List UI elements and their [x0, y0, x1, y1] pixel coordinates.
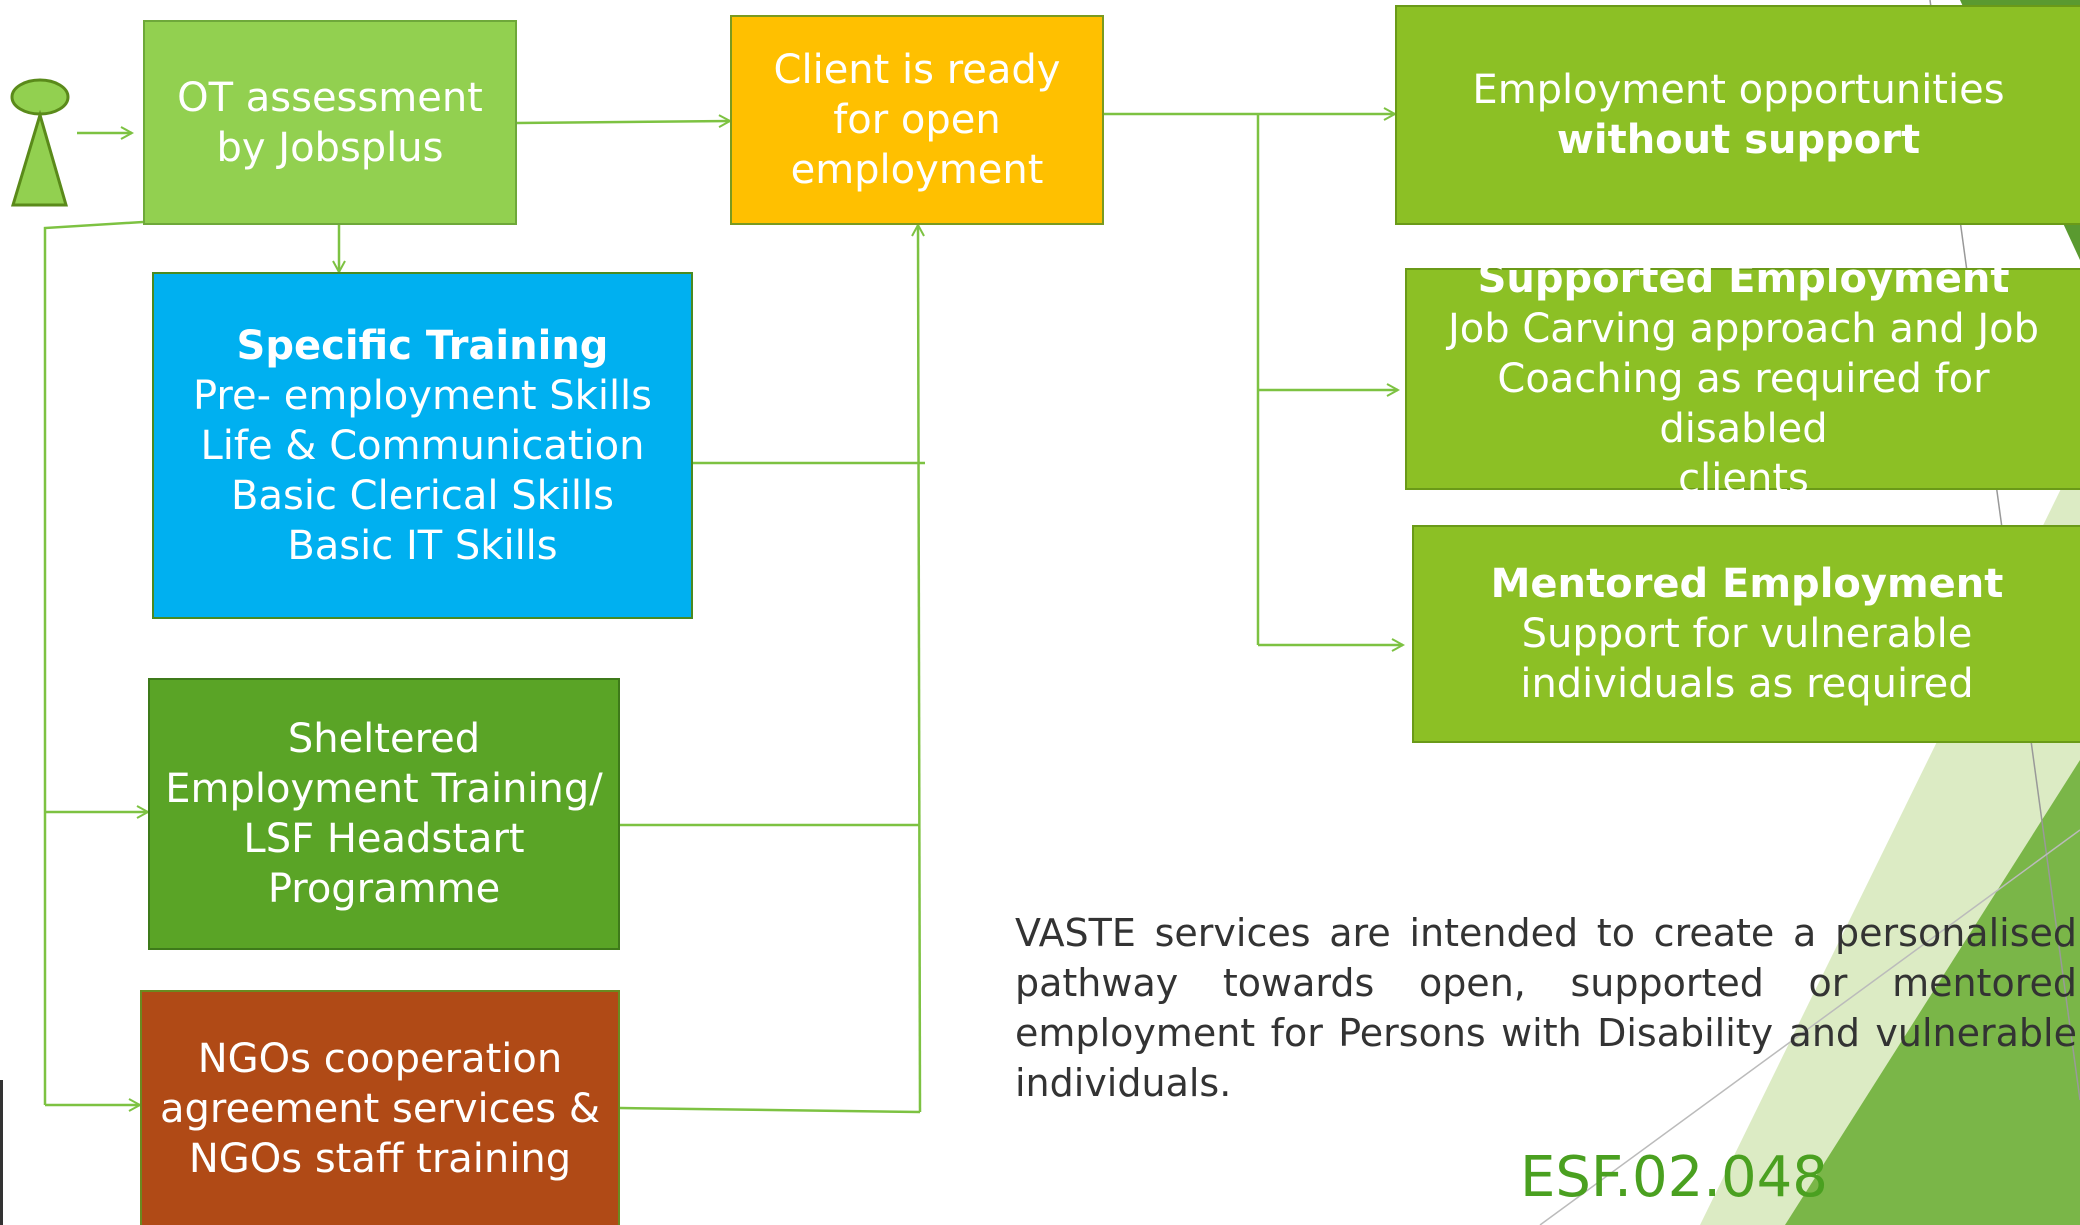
box-text: OT assessment — [177, 74, 483, 121]
ngos-box: NGOs cooperation agreement services & NG… — [140, 990, 620, 1225]
box-title: Supported Employment — [1477, 256, 2010, 302]
connector-arrow — [918, 225, 920, 1113]
decor-line — [1539, 829, 2080, 1225]
description-paragraph: VASTE services are intended to create a … — [1015, 911, 2077, 1105]
box-text: by Jobsplus — [216, 124, 444, 171]
box-text: Basic IT Skills — [287, 522, 558, 569]
box-text: NGOs staff training — [188, 1135, 572, 1182]
box-text: employment — [790, 147, 1044, 193]
box-text: Life & Communication — [200, 422, 645, 469]
box-text: Job Carving approach and Job — [1447, 306, 2040, 352]
box-text: Support for vulnerable — [1521, 611, 1973, 657]
person-icon — [10, 78, 70, 207]
box-text: Employment Training/ — [165, 766, 603, 812]
box-text: for open — [833, 97, 1001, 143]
box-text: LSF Headstart — [243, 816, 525, 862]
box-text: Coaching as required for disabled — [1497, 356, 1990, 452]
box-title: Mentored Employment — [1490, 561, 2004, 607]
box-text: Programme — [267, 866, 501, 912]
project-code: ESF.02.048 — [1520, 1145, 1828, 1210]
specific-training-box: Specific Training Pre- employment Skills… — [152, 272, 693, 619]
box-text: Employment opportunities — [1472, 67, 2005, 113]
box-text: Client is ready — [773, 47, 1061, 93]
employment-opportunities-box: Employment opportunities without support — [1395, 5, 2080, 225]
connector-line — [619, 1106, 921, 1114]
connector-arrow — [516, 121, 730, 123]
supported-employment-box: Supported Employment Job Carving approac… — [1405, 256, 2080, 502]
box-text: NGOs cooperation — [197, 1035, 563, 1082]
client-ready-box: Client is ready for open employment — [730, 15, 1104, 225]
box-text: Pre- employment Skills — [192, 372, 653, 419]
box-text: Sheltered — [287, 716, 481, 762]
box-text: individuals as required — [1520, 661, 1974, 707]
box-text: agreement services & — [159, 1085, 601, 1132]
box-text: clients — [1678, 456, 1809, 502]
box-title: Specific Training — [236, 322, 609, 369]
mentored-employment-box: Mentored Employment Support for vulnerab… — [1412, 525, 2080, 743]
box-text: Basic Clerical Skills — [231, 472, 614, 519]
connector-line — [43, 220, 144, 1105]
decor-green-wedge — [1785, 760, 2080, 1225]
box-text-bold: without support — [1556, 117, 1921, 163]
ot-assessment-box: OT assessment by Jobsplus — [143, 20, 517, 225]
sheltered-employment-box: Sheltered Employment Training/ LSF Heads… — [148, 678, 620, 950]
